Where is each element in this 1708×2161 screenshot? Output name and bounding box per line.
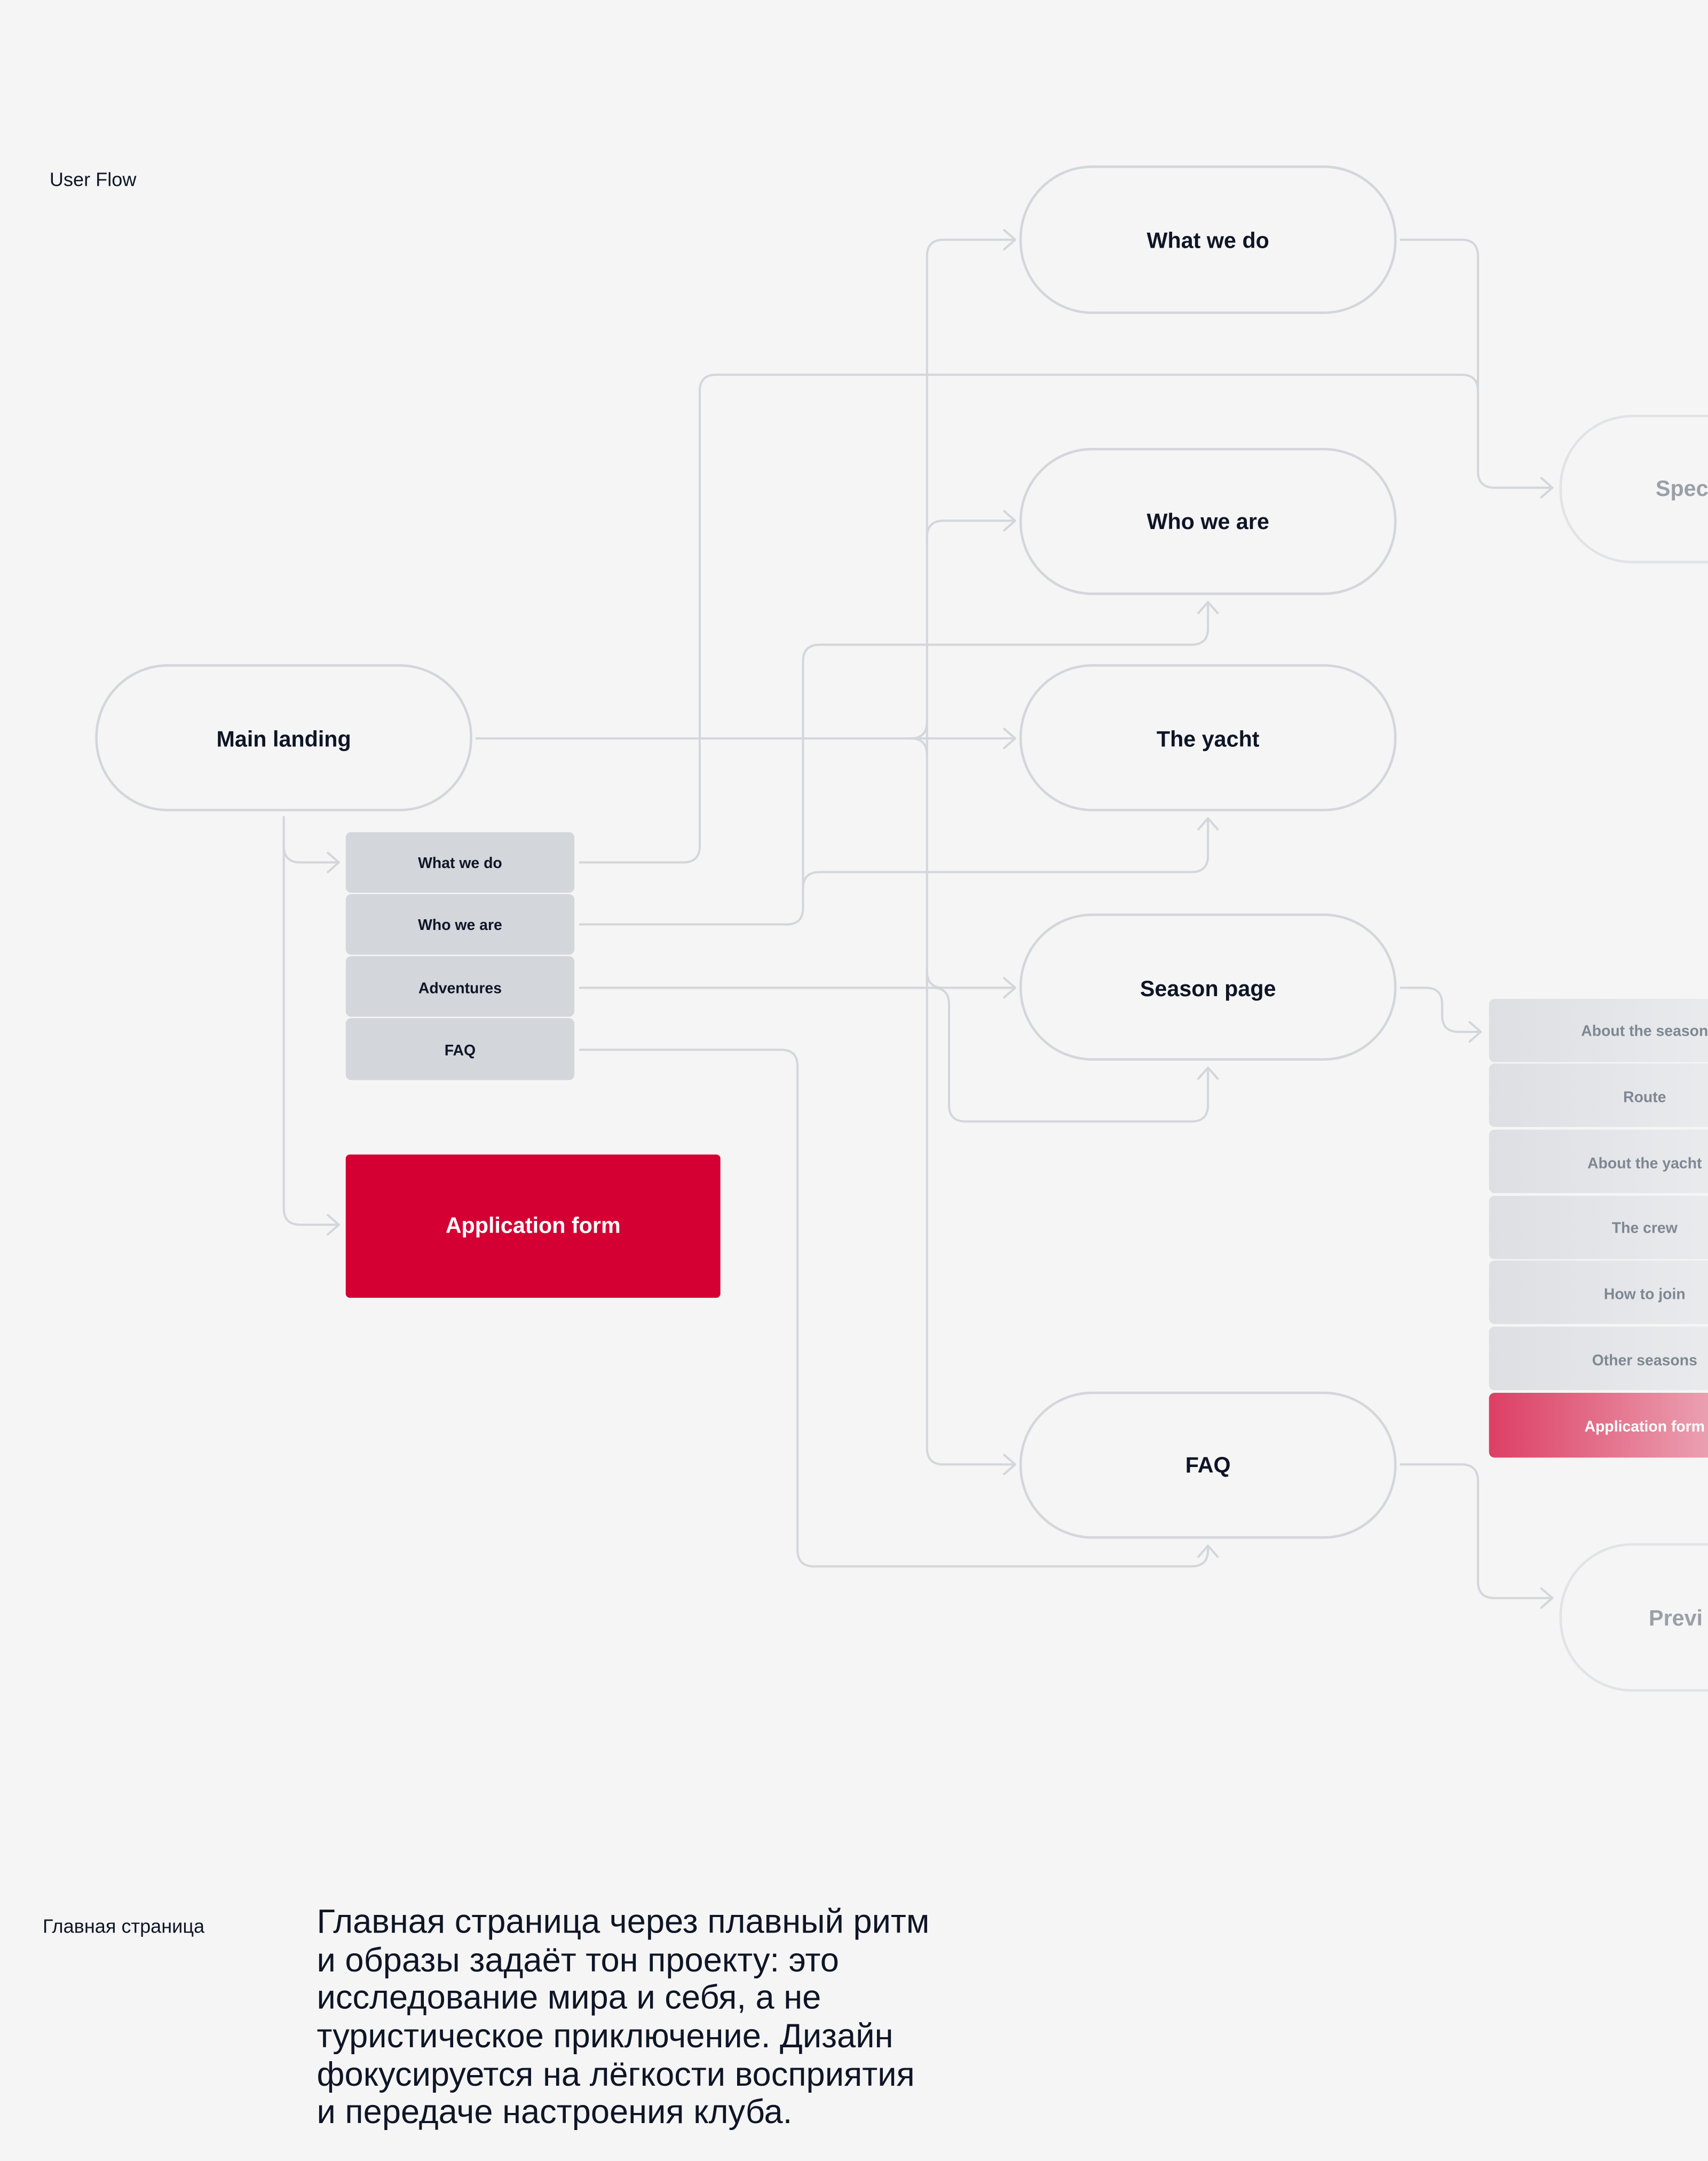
- arrow-right-icon: [327, 851, 340, 873]
- arrow-right-icon: [1003, 1454, 1016, 1476]
- arrow-right-icon: [1003, 228, 1016, 251]
- connector-faq-to-previ: [1399, 1463, 1554, 1599]
- description-paragraph: Главная страница через плавный ритм и об…: [317, 1903, 930, 2131]
- arrow-right-icon: [1003, 977, 1016, 999]
- description-line: Главная страница через плавный ритм: [317, 1903, 930, 1941]
- arrow-right-icon: [1003, 510, 1016, 532]
- arrow-up-icon: [1197, 1066, 1219, 1080]
- connector-menu-who: [579, 601, 1209, 926]
- node-label: Season page: [1140, 976, 1276, 1001]
- application-form-label: Application form: [446, 1213, 621, 1238]
- season-item-label: The crew: [1612, 1220, 1678, 1237]
- arrow-up-icon: [1197, 817, 1219, 831]
- connector-main-to-menu: [282, 845, 340, 864]
- node-faq[interactable]: FAQ: [1019, 1391, 1397, 1539]
- node-label: Spec: [1656, 476, 1708, 501]
- description-line: исследование мира и себя, а не: [317, 1979, 821, 2016]
- connector-season-to-menu: [1399, 987, 1482, 1033]
- connector-menu-adventures: [579, 987, 1209, 1123]
- connector-to-yacht: [802, 817, 1209, 890]
- season-item-label: About the yacht: [1587, 1155, 1702, 1172]
- connector-to-who: [926, 519, 1016, 539]
- arrow-right-icon: [1540, 1587, 1554, 1609]
- node-label: Who we are: [1147, 509, 1269, 534]
- connector-menu-faq: [579, 1048, 1209, 1568]
- season-item-crew[interactable]: The crew: [1489, 1196, 1708, 1259]
- menu-item-who-we-are[interactable]: Who we are: [345, 894, 575, 955]
- description-line: туристическое приключение. Дизайн: [317, 2017, 893, 2055]
- node-who-we-are[interactable]: Who we are: [1019, 447, 1397, 595]
- season-item-about-season[interactable]: About the season: [1489, 998, 1708, 1062]
- season-item-how-to-join[interactable]: How to join: [1489, 1260, 1708, 1324]
- connector-to-season: [926, 970, 1016, 989]
- season-item-label: Route: [1623, 1089, 1666, 1106]
- description-line: фокусируется на лёгкости восприятия: [317, 2056, 915, 2093]
- node-season-page[interactable]: Season page: [1019, 913, 1397, 1061]
- node-main-landing[interactable]: Main landing: [95, 664, 472, 811]
- description-line: и передаче настроения клуба.: [317, 2093, 793, 2131]
- node-the-yacht[interactable]: The yacht: [1019, 664, 1397, 811]
- page-title: User Flow: [50, 168, 137, 190]
- node-label: Main landing: [216, 727, 351, 752]
- connector-menu-what: [579, 373, 1480, 864]
- arrow-up-icon: [1197, 1544, 1219, 1558]
- arrow-right-icon: [1003, 728, 1016, 750]
- application-form-button[interactable]: Application form: [345, 1154, 721, 1298]
- node-label: The yacht: [1157, 727, 1260, 752]
- node-spec[interactable]: Spec: [1559, 415, 1708, 564]
- season-item-other-seasons[interactable]: Other seasons: [1489, 1327, 1708, 1390]
- description-line: и образы задаёт тон проекту: это: [317, 1942, 839, 1979]
- node-what-we-do[interactable]: What we do: [1019, 165, 1397, 314]
- season-menu: About the season Route About the yacht T…: [1489, 998, 1708, 1458]
- menu-item-faq[interactable]: FAQ: [345, 1018, 575, 1080]
- menu-item-label: Who we are: [418, 917, 502, 934]
- connector-main-to-form: [282, 816, 340, 1226]
- menu-item-label: FAQ: [445, 1042, 476, 1059]
- connector-what-to-spec: [1399, 238, 1554, 489]
- node-label: What we do: [1147, 228, 1269, 253]
- section-label: Главная страница: [43, 1915, 205, 1937]
- node-previ[interactable]: Previ: [1559, 1543, 1708, 1692]
- season-item-label: How to join: [1604, 1286, 1686, 1303]
- season-item-label: Application form: [1585, 1418, 1705, 1435]
- season-item-label: Other seasons: [1592, 1352, 1697, 1369]
- menu-item-label: What we do: [418, 855, 502, 872]
- arrow-right-icon: [1468, 1021, 1482, 1043]
- season-item-about-yacht[interactable]: About the yacht: [1489, 1130, 1708, 1193]
- season-item-application-form[interactable]: Application form: [1489, 1393, 1708, 1458]
- menu-item-adventures[interactable]: Adventures: [345, 956, 575, 1017]
- landing-menu: What we do Who we are Adventures FAQ: [345, 832, 575, 1080]
- connector-trunk: [926, 238, 1016, 1466]
- arrow-right-icon: [1540, 477, 1554, 499]
- node-label: Previ: [1649, 1606, 1703, 1630]
- arrow-right-icon: [327, 1214, 340, 1236]
- arrow-up-icon: [1197, 601, 1219, 614]
- season-item-label: About the season: [1581, 1023, 1708, 1040]
- menu-item-label: Adventures: [418, 980, 502, 997]
- connector-junction: [909, 721, 928, 756]
- node-label: FAQ: [1185, 1453, 1231, 1478]
- connectors: [282, 228, 1554, 1609]
- season-item-route[interactable]: Route: [1489, 1063, 1708, 1127]
- menu-item-what-we-do[interactable]: What we do: [345, 832, 575, 893]
